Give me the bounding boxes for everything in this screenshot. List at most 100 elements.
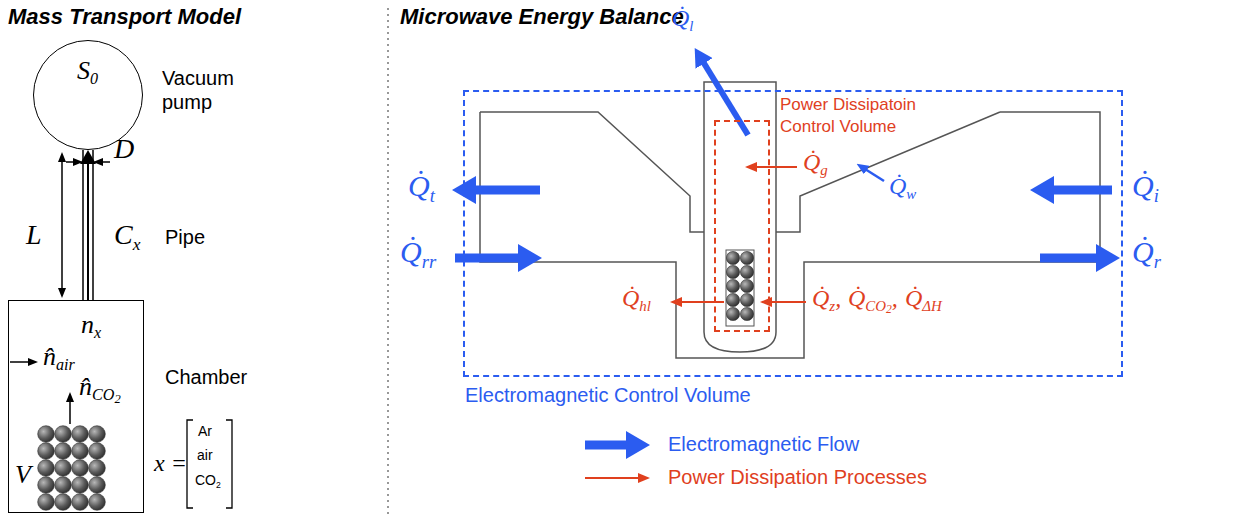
label: Pipe	[165, 225, 205, 249]
label: Q̇g	[803, 148, 828, 177]
base-text: Q̇	[400, 235, 422, 268]
base-text: S	[77, 56, 90, 85]
drawing-part	[1050, 186, 1112, 195]
base-text: Q̇	[1132, 169, 1154, 202]
panel-title: Mass Transport Model	[8, 4, 241, 30]
base-text: n	[81, 310, 94, 339]
pellet	[38, 477, 55, 494]
subscript: 2	[886, 303, 892, 316]
node-text: Electromagnetic Control Volume	[465, 383, 751, 407]
drawing-part	[61, 160, 63, 290]
subscript: g	[820, 162, 827, 178]
drawing-part	[480, 112, 1100, 358]
label: Q̇z,	[812, 284, 841, 313]
pellet	[72, 426, 89, 443]
pellet	[740, 265, 753, 278]
pellet	[55, 443, 72, 460]
label: CO2	[195, 472, 221, 489]
label: Ar	[198, 423, 212, 440]
drawing-part	[770, 301, 806, 303]
node-text: n̂air	[43, 341, 75, 372]
subscript: 0	[90, 70, 98, 87]
pellet	[740, 279, 753, 292]
legend-text: Power Dissipation Processes	[668, 465, 927, 489]
pellet	[726, 307, 739, 320]
chamber-box: nx n̂airn̂CO2V	[8, 300, 144, 513]
drawing-part	[680, 301, 724, 303]
control-volume: Electromagnetic Control VolumePower Diss…	[463, 90, 1123, 377]
node-text: S0	[77, 55, 98, 86]
dissipation-arrows	[585, 167, 806, 478]
pellet	[740, 251, 753, 264]
subscript: hl	[639, 298, 651, 314]
drawing-part	[1040, 254, 1100, 263]
pellet	[740, 293, 753, 306]
pellet	[55, 477, 72, 494]
label: Q̇ΔH	[905, 284, 942, 313]
drawing-part	[455, 254, 522, 263]
subscript: ΔH	[922, 298, 941, 314]
pellet	[89, 443, 106, 460]
subscript: t	[430, 185, 435, 206]
base-text: Q̇	[672, 5, 689, 31]
base-text: n̂	[43, 342, 56, 371]
pellet	[740, 307, 753, 320]
pellet	[38, 426, 55, 443]
pellet	[89, 494, 106, 511]
subscript: 2	[114, 392, 120, 406]
node-text: Power Dissipatoin Control Volume	[780, 94, 930, 138]
subscript: air	[56, 356, 75, 373]
pipe-flow-arrow	[80, 150, 96, 300]
pellet	[72, 477, 89, 494]
drawing-part	[226, 420, 232, 508]
drawing-part	[865, 169, 884, 181]
drawing-part	[66, 161, 75, 163]
electromagnetic-flows	[455, 60, 1112, 445]
base-text: C	[114, 219, 133, 250]
pellet	[89, 426, 106, 443]
node-text: n̂CO2	[79, 371, 121, 402]
label: Chamber	[165, 365, 247, 389]
subscript: x	[94, 324, 101, 341]
pellet	[726, 293, 739, 306]
tail-text: ,	[892, 285, 898, 311]
pellet	[55, 426, 72, 443]
pellet	[55, 460, 72, 477]
pellet-stacks	[38, 251, 754, 510]
subscript: rr	[422, 251, 436, 272]
base-text: Q̇	[812, 285, 829, 311]
pellet	[72, 460, 89, 477]
drawing-part	[10, 361, 30, 363]
drawing-part	[187, 420, 193, 508]
waveguide	[480, 82, 1100, 358]
pellet	[38, 443, 55, 460]
pellet	[89, 460, 106, 477]
drawing-part	[480, 112, 704, 232]
arrowhead	[80, 150, 96, 164]
base-text: n̂	[79, 372, 92, 401]
base-text: Q̇	[622, 285, 639, 311]
base-text: Q̇	[905, 285, 922, 311]
pellet	[72, 494, 89, 511]
drawing-part	[702, 60, 748, 135]
drawing-part	[69, 400, 71, 424]
pellet	[38, 494, 55, 511]
label: D	[114, 132, 134, 166]
node-text: V	[15, 459, 31, 490]
drawing-part	[472, 186, 540, 195]
pellet	[72, 443, 89, 460]
drawing-part	[585, 441, 630, 450]
pipe	[83, 150, 93, 300]
subscript: z	[829, 298, 835, 314]
drawing-part	[585, 477, 640, 479]
drawing-part	[82, 150, 84, 300]
panel-title: Microwave Energy Balance	[400, 4, 684, 30]
drawing-part	[101, 161, 110, 163]
pellet	[726, 279, 739, 292]
connector-line	[87, 162, 89, 300]
base-text: Q̇	[889, 173, 906, 199]
label: Cx	[114, 218, 140, 252]
base-text: Q̇	[848, 285, 865, 311]
base-text: Q̇	[803, 149, 820, 175]
